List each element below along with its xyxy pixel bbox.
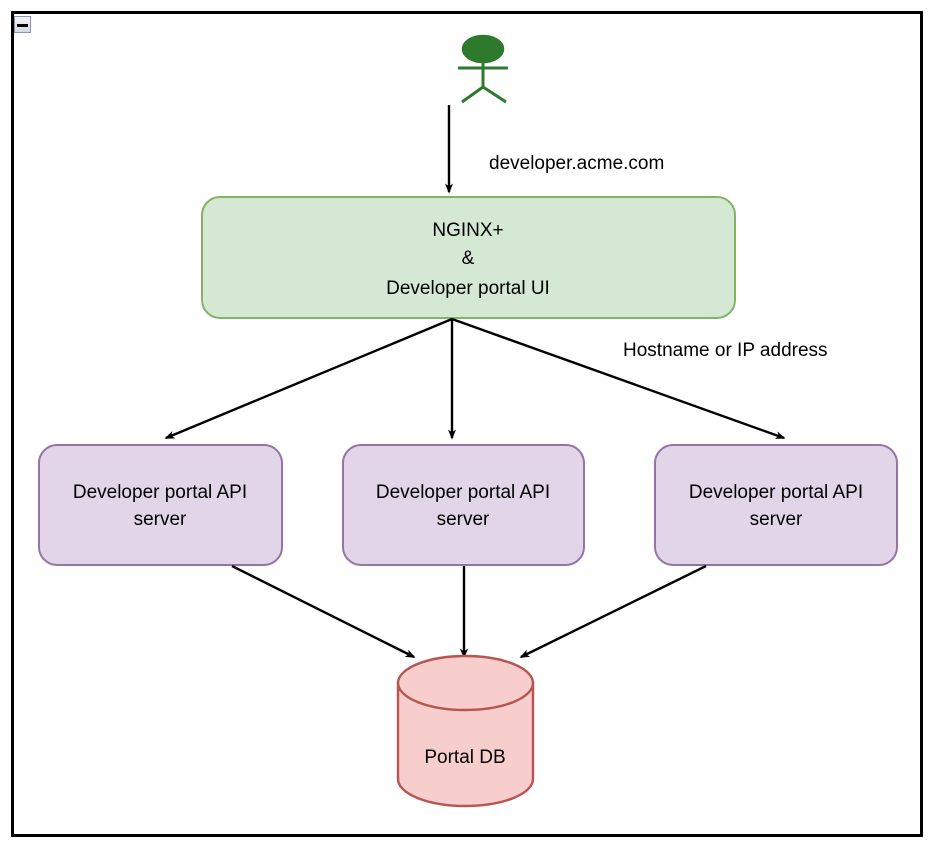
actor-left-leg-icon <box>461 85 484 104</box>
edge-api-3-to-db[interactable] <box>519 564 707 659</box>
edge-label-domain: developer.acme.com <box>489 153 664 174</box>
nginx-node-line-1: NGINX+ <box>432 220 503 241</box>
api-server-node-1[interactable]: Developer portal API server <box>38 444 283 566</box>
db-cylinder-top <box>396 654 535 712</box>
api-node-1-shape <box>38 444 283 566</box>
db-cylinder-body <box>396 681 535 808</box>
collapse-button[interactable] <box>14 16 31 33</box>
minus-icon <box>17 24 28 27</box>
actor-head-icon <box>461 34 505 64</box>
api-node-3-shape <box>654 444 898 566</box>
edge-label-hostname: Hostname or IP address <box>623 340 828 361</box>
api-node-2-line-2: server <box>437 509 490 530</box>
portal-db-node[interactable]: Portal DB <box>396 654 535 808</box>
api-node-2-line-1: Developer portal API <box>376 482 550 503</box>
api-node-2-shape <box>342 444 585 566</box>
nginx-node-shape <box>201 196 736 319</box>
edge-api-1-to-db[interactable] <box>231 564 416 659</box>
nginx-node-line-3: Developer portal UI <box>386 278 550 299</box>
user-actor[interactable] <box>458 34 508 104</box>
edge-nginx-to-api-3[interactable] <box>451 317 786 440</box>
api-node-1-line-1: Developer portal API <box>73 482 247 503</box>
db-node-label: Portal DB <box>424 747 505 768</box>
api-server-node-3[interactable]: Developer portal API server <box>654 444 898 566</box>
api-node-3-line-2: server <box>750 509 803 530</box>
api-node-3-line-1: Developer portal API <box>689 482 863 503</box>
edge-nginx-to-api-1[interactable] <box>164 317 453 440</box>
api-node-1-line-2: server <box>134 509 187 530</box>
api-server-node-2[interactable]: Developer portal API server <box>342 444 585 566</box>
actor-right-leg-icon <box>482 85 507 104</box>
nginx-portal-ui-node[interactable]: NGINX+ & Developer portal UI <box>201 196 736 319</box>
nginx-node-line-2: & <box>462 248 475 269</box>
